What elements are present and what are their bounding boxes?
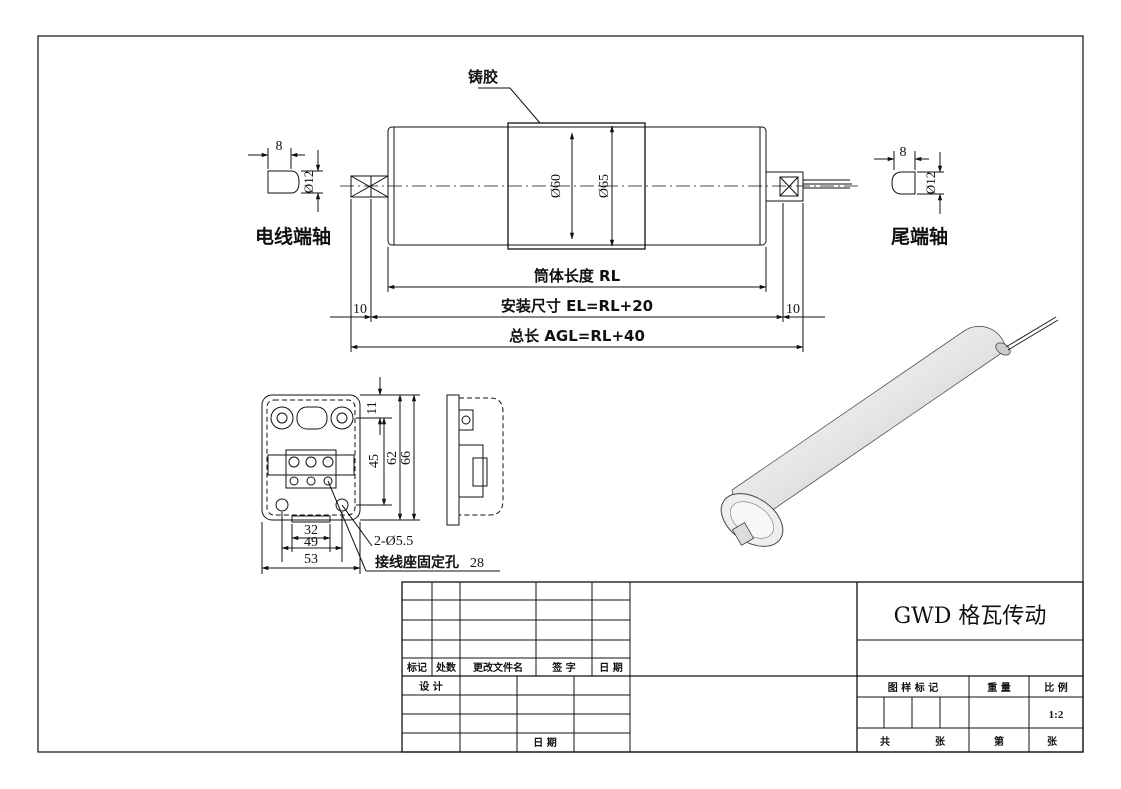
h66-dim: 66 [399, 451, 414, 465]
tb-change-doc: 更改文件名 [473, 661, 523, 674]
tb-total-sheets: 共 [880, 735, 890, 748]
offset-left-label: 10 [353, 302, 367, 317]
tb-mark: 标记 [406, 661, 427, 674]
tb-count: 处数 [435, 661, 457, 674]
terminal-hole-label: 接线座固定孔 [375, 554, 459, 571]
potting-label: 铸胶 [468, 68, 498, 86]
w53-dim: 53 [304, 552, 318, 567]
tb-scale-value: 1:2 [1049, 709, 1064, 721]
tb-date2: 日 期 [533, 736, 556, 749]
terminal-front-view [261, 377, 500, 574]
left-shaft-detail [248, 148, 323, 212]
right-flat-dim: 8 [900, 145, 907, 160]
title-block [401, 581, 1084, 753]
tb-scale: 比 例 [1044, 681, 1067, 694]
tb-date1: 日 期 [599, 661, 622, 674]
dia-65-label: Ø65 [597, 174, 612, 198]
w32-dim: 32 [304, 523, 318, 538]
tb-sheets-unit2: 张 [1047, 735, 1058, 748]
right-dia-dim: Ø12 [923, 172, 938, 194]
h45-dim: 45 [367, 454, 382, 468]
offset-right-label: 10 [786, 302, 800, 317]
left-flat-dim: 8 [276, 139, 283, 154]
w49-dim: 49 [304, 535, 318, 550]
h11-dim: 11 [365, 401, 380, 414]
tb-design: 设 计 [419, 680, 442, 693]
cable-end-shaft-label: 电线端轴 [255, 225, 331, 248]
install-size-label: 安装尺寸 EL=RL+20 [501, 297, 653, 315]
tube-length-label: 筒体长度 RL [534, 267, 621, 285]
tb-signature: 签 字 [551, 661, 575, 674]
tail-end-shaft-label: 尾端轴 [891, 225, 948, 248]
left-dia-dim: Ø12 [301, 171, 316, 193]
tb-weight: 重 量 [987, 681, 1010, 694]
total-length-label: 总长 AGL=RL+40 [509, 327, 645, 345]
company-name: GWD 格瓦传动 [894, 604, 1047, 629]
potting-section [507, 122, 646, 250]
tb-sample-mark: 图 样 标 记 [888, 681, 938, 694]
dia-60-label: Ø60 [549, 174, 564, 198]
h62-dim: 62 [385, 451, 400, 465]
w28-dim: 28 [470, 556, 484, 571]
main-view [330, 87, 860, 352]
tb-sheet-no: 第 [994, 735, 1004, 748]
tb-sheets-unit1: 张 [935, 735, 946, 748]
isometric-roller [720, 316, 1059, 547]
holes-label: 2-Ø5.5 [374, 534, 413, 549]
terminal-side-view [446, 394, 504, 526]
right-shaft-detail [874, 151, 944, 214]
right-shaft [765, 171, 804, 202]
